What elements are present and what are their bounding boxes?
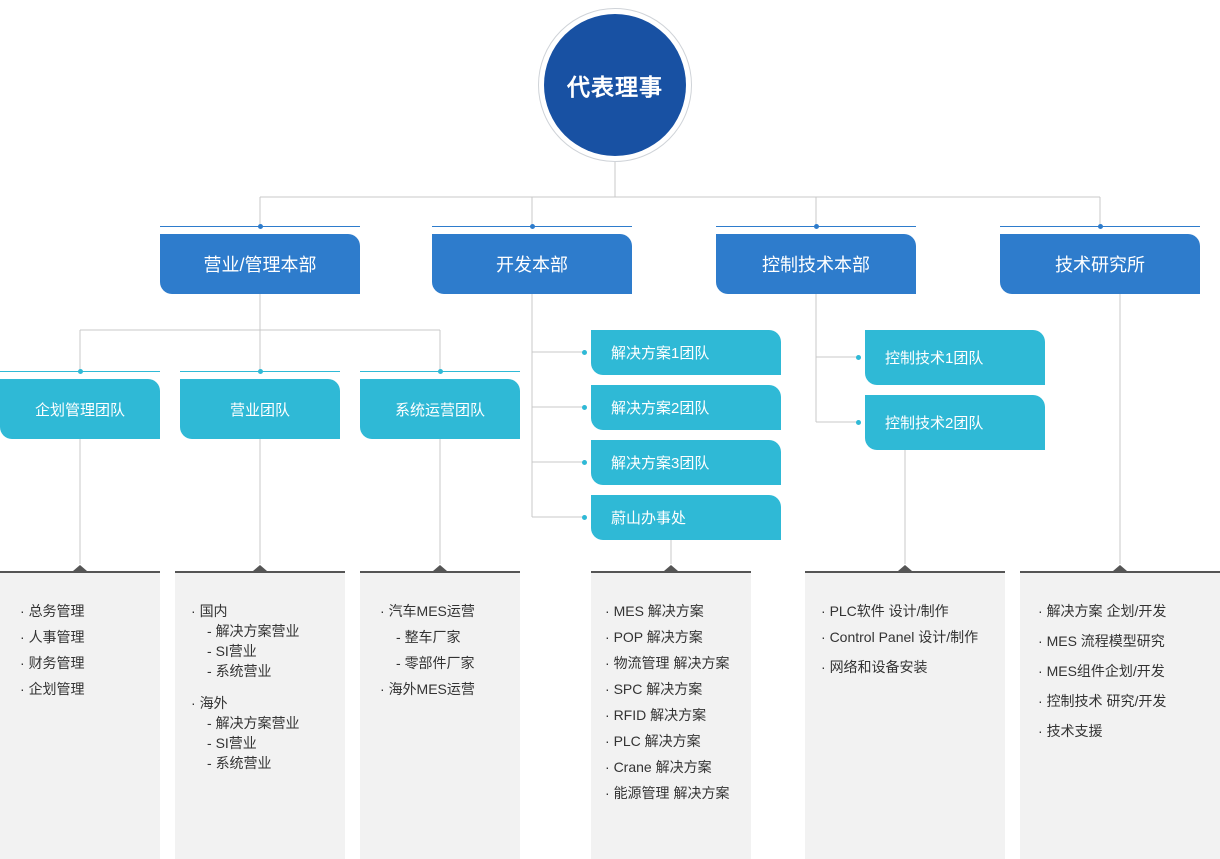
panel-control-technology: PLC软件 设计/制作 Control Panel 设计/制作 网络和设备安装 [805, 571, 1005, 859]
team-accent-dot [258, 369, 263, 374]
list-item: 总务管理 [20, 601, 160, 621]
list-item: Crane 解决方案 [605, 757, 751, 777]
team-sales[interactable]: 营业团队 [180, 379, 340, 439]
list-item: SI营业 [191, 641, 345, 661]
connector-dot [582, 350, 587, 355]
list-item: 海外MES运营 [380, 679, 520, 699]
list-item: PLC 解决方案 [605, 731, 751, 751]
list-item: 整车厂家 [380, 627, 520, 647]
team-control-1[interactable]: 控制技术1团队 [865, 330, 1045, 385]
team-system-operations[interactable]: 系统运营团队 [360, 379, 520, 439]
team-solution-2[interactable]: 解决方案2团队 [591, 385, 781, 430]
connector-dot [856, 355, 861, 360]
list-item: RFID 解决方案 [605, 705, 751, 725]
panel-pointer [73, 565, 87, 571]
division-sales-management[interactable]: 营业/管理本部 [160, 234, 360, 294]
team-solution-3[interactable]: 解决方案3团队 [591, 440, 781, 485]
list-item: 企划管理 [20, 679, 160, 699]
list-item: 网络和设备安装 [821, 657, 1005, 677]
panel-pointer [433, 565, 447, 571]
team-planning-management[interactable]: 企划管理团队 [0, 379, 160, 439]
list-heading-domestic: 国内 [191, 601, 345, 621]
list-item: 财务管理 [20, 653, 160, 673]
list-heading-auto-mes: 汽车MES运营 [380, 601, 520, 621]
list-item: 控制技术 研究/开发 [1038, 691, 1220, 711]
list-item: 能源管理 解决方案 [605, 783, 751, 803]
division-accent-dot [258, 224, 263, 229]
panel-system-operations: 汽车MES运营 整车厂家 零部件厂家 海外MES运营 [360, 571, 520, 859]
panel-pointer [664, 565, 678, 571]
list-item: 解决方案 企划/开发 [1038, 601, 1220, 621]
list-item: 解决方案营业 [191, 713, 345, 733]
panel-research: 解决方案 企划/开发 MES 流程模型研究 MES组件企划/开发 控制技术 研究… [1020, 571, 1220, 859]
team-ulsan-office[interactable]: 蔚山办事处 [591, 495, 781, 540]
division-accent-dot [530, 224, 535, 229]
list-heading-overseas: 海外 [191, 693, 345, 713]
list-item: SPC 解决方案 [605, 679, 751, 699]
connector-dot [582, 460, 587, 465]
list-item: 解决方案营业 [191, 621, 345, 641]
panel-pointer [253, 565, 267, 571]
list-item: POP 解决方案 [605, 627, 751, 647]
list-item: 人事管理 [20, 627, 160, 647]
panel-sales: 国内 解决方案营业 SI营业 系统营业 海外 解决方案营业 SI营业 系统营业 [175, 571, 345, 859]
list-item: MES 流程模型研究 [1038, 631, 1220, 651]
team-accent-dot [438, 369, 443, 374]
panel-pointer [898, 565, 912, 571]
connector-dot [582, 515, 587, 520]
division-research-institute[interactable]: 技术研究所 [1000, 234, 1200, 294]
ceo-node[interactable]: 代表理事 [544, 14, 686, 156]
division-development[interactable]: 开发本部 [432, 234, 632, 294]
division-control-technology[interactable]: 控制技术本部 [716, 234, 916, 294]
connector-dot [856, 420, 861, 425]
list-item: MES组件企划/开发 [1038, 661, 1220, 681]
list-item: 物流管理 解决方案 [605, 653, 751, 673]
list-item: PLC软件 设计/制作 [821, 601, 1005, 621]
list-item: 技术支援 [1038, 721, 1220, 741]
list-item: 系统营业 [191, 661, 345, 681]
team-accent-dot [78, 369, 83, 374]
panel-pointer [1113, 565, 1127, 571]
list-item: 系统营业 [191, 753, 345, 773]
panel-development: MES 解决方案 POP 解决方案 物流管理 解决方案 SPC 解决方案 RFI… [591, 571, 751, 859]
team-control-2[interactable]: 控制技术2团队 [865, 395, 1045, 450]
list-item: 零部件厂家 [380, 653, 520, 673]
division-accent-dot [814, 224, 819, 229]
list-item: MES 解决方案 [605, 601, 751, 621]
connector-dot [582, 405, 587, 410]
panel-planning: 总务管理 人事管理 财务管理 企划管理 [0, 571, 160, 859]
list-item: Control Panel 设计/制作 [821, 627, 1005, 647]
team-solution-1[interactable]: 解决方案1团队 [591, 330, 781, 375]
list-item: SI营业 [191, 733, 345, 753]
division-accent-dot [1098, 224, 1103, 229]
